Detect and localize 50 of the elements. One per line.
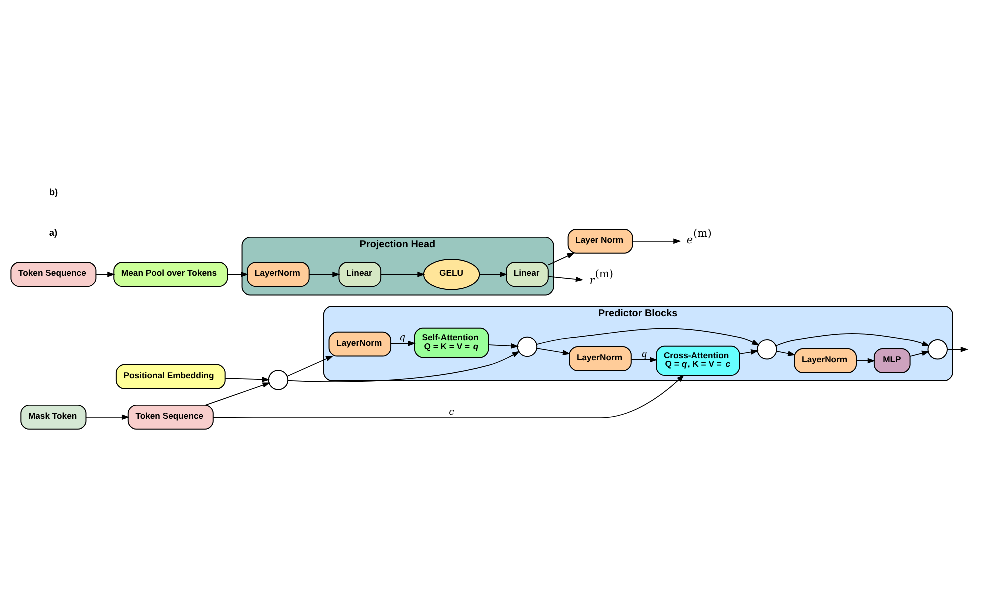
node-circle (757, 339, 778, 360)
node-circle (928, 339, 948, 360)
arrow (548, 276, 584, 282)
node-circle (268, 370, 289, 390)
arrow (213, 374, 685, 418)
arrow (776, 333, 930, 346)
arrow (390, 340, 416, 346)
label: a) (49, 227, 58, 238)
arrow (631, 356, 658, 362)
node-box: Token Sequence (10, 262, 97, 287)
arrow (479, 271, 508, 277)
node-box: LayerNorm (569, 346, 632, 371)
node-box: Token Sequence (128, 404, 214, 430)
arrow (739, 349, 759, 354)
arrow (225, 376, 270, 382)
node-ellipse: GELU (423, 258, 480, 290)
node-box: Linear (506, 262, 549, 287)
node-circle (517, 336, 538, 357)
arrow (86, 414, 130, 420)
arrow (380, 271, 426, 277)
label: b) (49, 186, 58, 197)
edge-label: c (449, 406, 454, 418)
arrow (96, 271, 116, 277)
edge-label: q (400, 332, 406, 343)
arrow (856, 358, 876, 364)
node-box: Linear (338, 262, 382, 287)
arrow (309, 271, 340, 277)
arrow (910, 350, 930, 356)
arrow (776, 350, 796, 356)
node-box: Mean Pool over Tokens (114, 262, 228, 287)
node-box: Positional Embedding (116, 364, 226, 389)
node-box: LayerNorm (794, 348, 858, 373)
node-box: LayerNorm (328, 331, 392, 356)
arrow (488, 342, 520, 348)
arrow (947, 346, 969, 352)
node-box: Mask Token (20, 404, 87, 430)
node-box: Layer Norm (568, 228, 634, 254)
arrow (205, 382, 270, 406)
edge-label: q (641, 348, 648, 360)
arrow (536, 348, 571, 355)
arrow (632, 238, 682, 244)
node-box: Cross-Attention Q = q, K = V = c (656, 345, 740, 376)
node-box: LayerNorm (247, 262, 310, 287)
arrow (288, 350, 520, 382)
node-box: MLP (874, 348, 911, 373)
arrow (287, 355, 334, 376)
arrow (548, 252, 575, 266)
arrow (536, 328, 760, 346)
node-box: Self-Attention Q = K = V = q (414, 327, 490, 358)
arrow (227, 271, 249, 277)
